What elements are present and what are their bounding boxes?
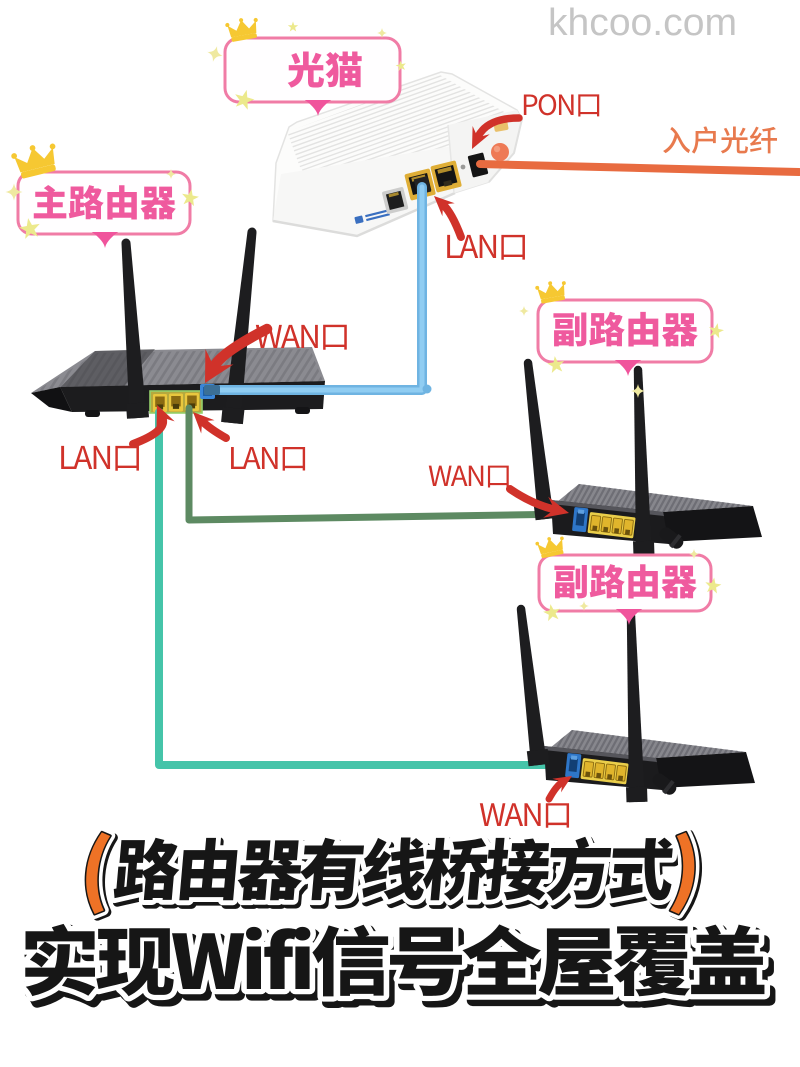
svg-text:khcoo.com: khcoo.com xyxy=(548,2,737,44)
